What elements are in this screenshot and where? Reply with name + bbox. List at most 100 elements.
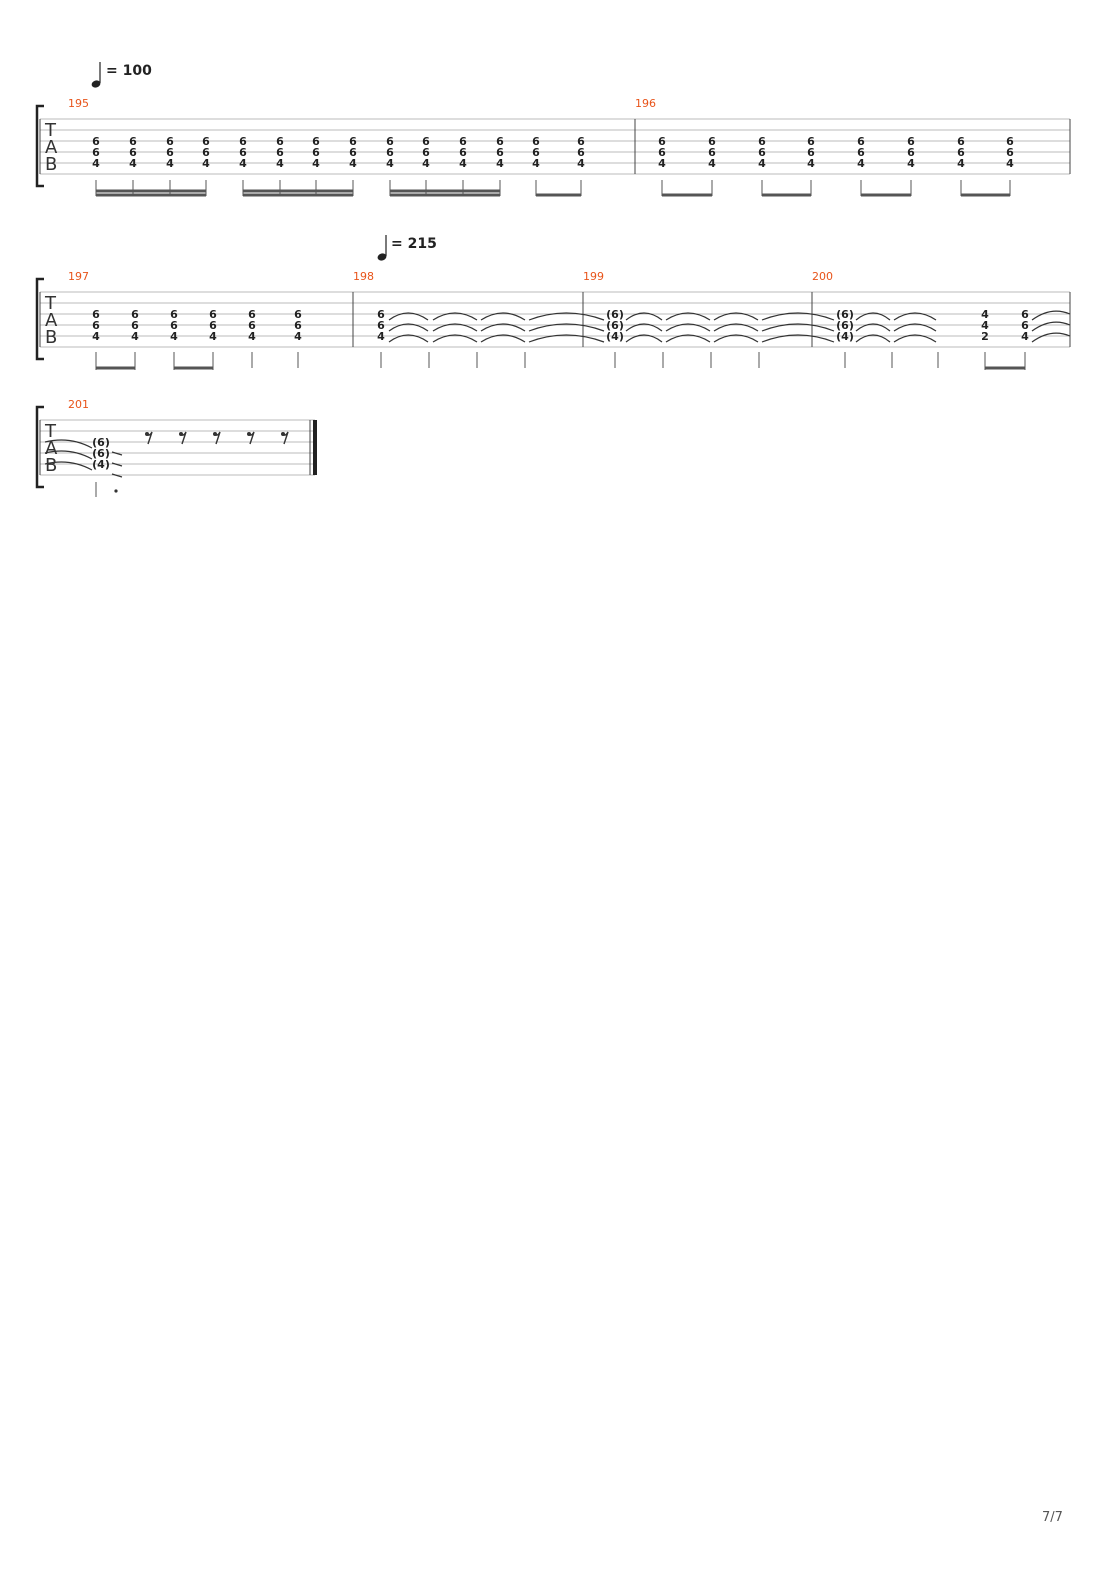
fret-number: 6: [209, 319, 217, 332]
tab-clef: T A B: [44, 120, 58, 175]
measure-number: 196: [635, 97, 656, 110]
fret-number: 6: [459, 135, 467, 148]
fret-number: 6: [92, 135, 100, 148]
measure-number: 197: [68, 270, 89, 283]
fret-number: 6: [92, 308, 100, 321]
fret-number: 6: [92, 146, 100, 159]
fret-number: 6: [758, 135, 766, 148]
fret-number: 4: [577, 157, 585, 170]
fret-number: 6: [1006, 135, 1014, 148]
fret-number: 6: [577, 135, 585, 148]
fret-number: 6: [1021, 319, 1029, 332]
page-number: 7/7: [1042, 1510, 1063, 1525]
fret-number: (6): [836, 319, 854, 332]
quarter-note-icon: [377, 235, 387, 261]
system-bracket: [35, 405, 44, 489]
fret-number: 6: [957, 135, 965, 148]
fret-number: (6): [606, 308, 624, 321]
fret-number: 4: [459, 157, 467, 170]
fret-number: 6: [907, 135, 915, 148]
fret-number: 4: [276, 157, 284, 170]
eighth-rest-icon: [179, 431, 187, 445]
fret-number: 6: [239, 135, 247, 148]
tab-clef: T A B: [44, 293, 58, 348]
fret-number: 6: [577, 146, 585, 159]
notes-layer: 6646646646646646646646646646646646646646…: [92, 135, 1014, 196]
fret-number: 4: [294, 330, 302, 343]
tab-clef: T A B: [44, 421, 58, 476]
svg-text:T: T: [44, 293, 57, 314]
fret-number: 6: [658, 146, 666, 159]
fret-number: 6: [239, 146, 247, 159]
tab-staff: [40, 419, 315, 476]
fret-number: 4: [857, 157, 865, 170]
fret-number: 6: [658, 135, 666, 148]
fret-number: 6: [312, 146, 320, 159]
svg-text:A: A: [45, 310, 58, 331]
fret-number: 4: [907, 157, 915, 170]
fret-number: 4: [981, 319, 989, 332]
fret-number: 6: [349, 135, 357, 148]
fret-number: 6: [907, 146, 915, 159]
fret-number: 4: [170, 330, 178, 343]
fret-number: 6: [170, 319, 178, 332]
fret-number: 6: [532, 146, 540, 159]
eighth-rest-icon: [247, 431, 255, 445]
eighth-rest-icon: [281, 431, 289, 445]
system-1: = 100 T A B 195 196 66466466466466466466…: [35, 62, 1071, 197]
fret-number: 6: [209, 308, 217, 321]
system-bracket: [35, 277, 44, 361]
fret-number: 6: [957, 146, 965, 159]
fret-number: 6: [496, 135, 504, 148]
fret-number: 6: [202, 135, 210, 148]
fret-number: 6: [532, 135, 540, 148]
fret-number: 4: [807, 157, 815, 170]
fret-number: 6: [92, 319, 100, 332]
measure-number: 200: [812, 270, 833, 283]
svg-text:B: B: [45, 327, 57, 348]
fret-number: (6): [606, 319, 624, 332]
fret-number: 6: [248, 319, 256, 332]
measure-number: 201: [68, 398, 89, 411]
fret-number: 4: [349, 157, 357, 170]
fret-number: 6: [386, 135, 394, 148]
system-bracket: [35, 104, 44, 188]
fret-number: 6: [276, 146, 284, 159]
fret-number: 6: [294, 308, 302, 321]
fret-number: 4: [1021, 330, 1029, 343]
measure-number: 198: [353, 270, 374, 283]
notes-layer: (6)(6)(4): [92, 436, 110, 471]
fret-number: 6: [807, 135, 815, 148]
tab-staff: [40, 118, 1070, 175]
fret-number: 6: [131, 319, 139, 332]
fret-number: 4: [92, 330, 100, 343]
tab-staff: [40, 291, 1070, 348]
svg-text:T: T: [44, 421, 57, 442]
tempo-label: = 100: [106, 63, 152, 79]
fret-number: 4: [129, 157, 137, 170]
fret-number: 6: [1021, 308, 1029, 321]
svg-text:A: A: [45, 137, 58, 158]
fret-number: 4: [312, 157, 320, 170]
fret-number: 6: [166, 135, 174, 148]
svg-text:A: A: [45, 438, 58, 459]
fret-number: 4: [658, 157, 666, 170]
fret-number: 4: [708, 157, 716, 170]
fret-number: 6: [496, 146, 504, 159]
fret-number: 6: [248, 308, 256, 321]
fret-number: 4: [981, 308, 989, 321]
rests-layer: [145, 431, 289, 445]
fret-number: 6: [807, 146, 815, 159]
fret-number: 4: [532, 157, 540, 170]
fret-number: 4: [957, 157, 965, 170]
fret-number: 4: [92, 157, 100, 170]
final-barline: [313, 420, 317, 475]
tempo-label: = 215: [391, 236, 437, 252]
notes-layer: 664664664664664664664(6)(6)(4)(6)(6)(4)4…: [92, 308, 1029, 370]
fret-number: (6): [836, 308, 854, 321]
fret-number: (4): [92, 458, 110, 471]
fret-number: 6: [129, 146, 137, 159]
dotted-quarter-stem: [95, 482, 118, 497]
measure-number: 199: [583, 270, 604, 283]
